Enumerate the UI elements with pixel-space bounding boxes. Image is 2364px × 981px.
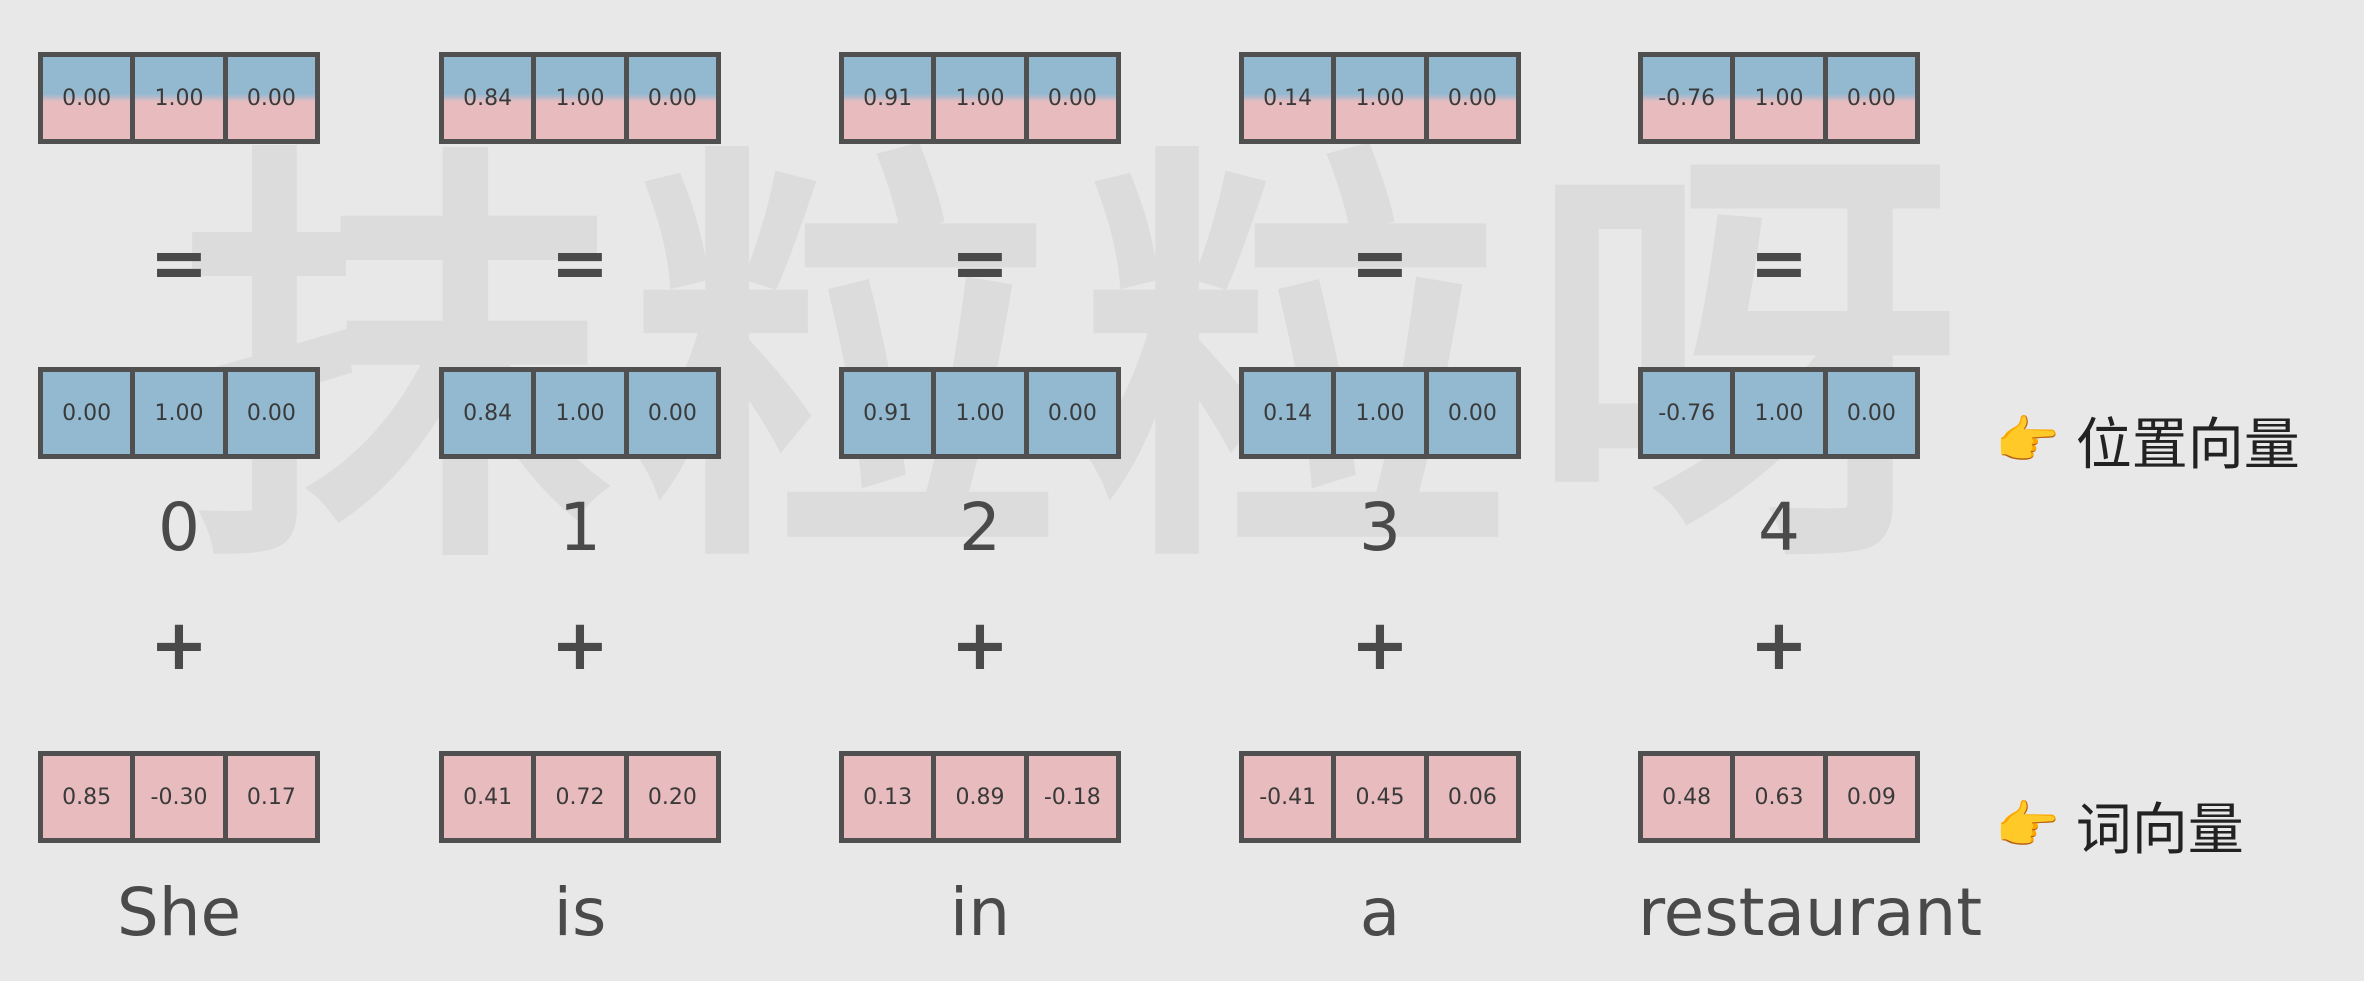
position-vector: -0.76 1.00 0.00 xyxy=(1638,367,1920,459)
token-column-0: 0.00 1.00 0.00 = 0.00 1.00 0.00 0 + 0.85… xyxy=(38,0,326,981)
sum-vector: 0.91 1.00 0.00 xyxy=(839,52,1121,144)
equals-sign: = xyxy=(1749,222,1809,304)
vector-cell: 0.14 xyxy=(1244,57,1337,139)
word-vector: 0.48 0.63 0.09 xyxy=(1638,751,1920,843)
position-index: 2 xyxy=(959,489,1001,566)
equals-sign: = xyxy=(550,222,610,304)
vector-cell: -0.30 xyxy=(135,756,228,838)
vector-cell: 0.89 xyxy=(936,756,1029,838)
vector-cell: 0.84 xyxy=(444,57,537,139)
word-vector: -0.41 0.45 0.06 xyxy=(1239,751,1521,843)
vector-cell: 1.00 xyxy=(536,372,629,454)
vector-cell: 0.00 xyxy=(628,57,716,139)
vector-cell: 0.00 xyxy=(43,372,136,454)
plus-sign: + xyxy=(149,604,209,686)
word-vector-text: 词向量 xyxy=(2075,798,2244,863)
word-vector: 0.13 0.89 -0.18 xyxy=(839,751,1121,843)
position-vector: 0.14 1.00 0.00 xyxy=(1239,367,1521,459)
token-word: in xyxy=(949,874,1011,951)
vector-cell: 0.45 xyxy=(1336,756,1429,838)
vector-cell: 0.14 xyxy=(1244,372,1337,454)
vector-cell: 0.00 xyxy=(43,57,136,139)
vector-cell: 0.91 xyxy=(844,372,937,454)
position-index: 0 xyxy=(158,489,200,566)
vector-cell: 0.20 xyxy=(628,756,716,838)
sum-vector: -0.76 1.00 0.00 xyxy=(1638,52,1920,144)
vector-cell: -0.76 xyxy=(1643,372,1736,454)
position-vector-label: 👉 位置向量 xyxy=(1995,400,2300,481)
pointing-hand-icon: 👉 xyxy=(1995,796,2060,856)
vector-cell: 0.13 xyxy=(844,756,937,838)
position-index: 3 xyxy=(1359,489,1401,566)
plus-sign: + xyxy=(1749,604,1809,686)
vector-cell: 0.72 xyxy=(536,756,629,838)
vector-cell: 1.00 xyxy=(1336,57,1429,139)
vector-cell: 0.00 xyxy=(1428,372,1516,454)
vector-cell: 0.17 xyxy=(227,756,315,838)
word-vector: 0.85 -0.30 0.17 xyxy=(38,751,320,843)
plus-sign: + xyxy=(1350,604,1410,686)
plus-sign: + xyxy=(950,604,1010,686)
equals-sign: = xyxy=(1350,222,1410,304)
word-vector: 0.41 0.72 0.20 xyxy=(439,751,721,843)
token-word: restaurant xyxy=(1638,874,1983,951)
position-index: 1 xyxy=(559,489,601,566)
token-word: She xyxy=(116,874,242,951)
vector-cell: -0.18 xyxy=(1028,756,1116,838)
token-word: a xyxy=(1359,874,1401,951)
vector-cell: -0.41 xyxy=(1244,756,1337,838)
vector-cell: 1.00 xyxy=(936,57,1029,139)
vector-cell: 1.00 xyxy=(135,57,228,139)
token-column-2: 0.91 1.00 0.00 = 0.91 1.00 0.00 2 + 0.13… xyxy=(839,0,1127,981)
position-vector-text: 位置向量 xyxy=(2075,413,2300,478)
word-vector-label: 👉 词向量 xyxy=(1995,785,2244,866)
vector-cell: 1.00 xyxy=(1735,57,1828,139)
vector-cell: 0.00 xyxy=(1028,57,1116,139)
vector-cell: 0.00 xyxy=(1827,372,1915,454)
vector-cell: 0.85 xyxy=(43,756,136,838)
position-vector: 0.00 1.00 0.00 xyxy=(38,367,320,459)
token-column-1: 0.84 1.00 0.00 = 0.84 1.00 0.00 1 + 0.41… xyxy=(439,0,727,981)
vector-cell: -0.76 xyxy=(1643,57,1736,139)
vector-cell: 1.00 xyxy=(1336,372,1429,454)
vector-cell: 1.00 xyxy=(536,57,629,139)
position-vector: 0.91 1.00 0.00 xyxy=(839,367,1121,459)
token-column-4: -0.76 1.00 0.00 = -0.76 1.00 0.00 4 + 0.… xyxy=(1638,0,1983,981)
token-word: is xyxy=(553,874,607,951)
vector-cell: 0.00 xyxy=(227,372,315,454)
sum-vector: 0.14 1.00 0.00 xyxy=(1239,52,1521,144)
token-column-3: 0.14 1.00 0.00 = 0.14 1.00 0.00 3 + -0.4… xyxy=(1239,0,1527,981)
vector-cell: 1.00 xyxy=(936,372,1029,454)
position-vector: 0.84 1.00 0.00 xyxy=(439,367,721,459)
vector-cell: 0.00 xyxy=(1028,372,1116,454)
sum-vector: 0.00 1.00 0.00 xyxy=(38,52,320,144)
vector-cell: 0.84 xyxy=(444,372,537,454)
sum-vector: 0.84 1.00 0.00 xyxy=(439,52,721,144)
vector-cell: 0.91 xyxy=(844,57,937,139)
vector-cell: 1.00 xyxy=(1735,372,1828,454)
vector-cell: 0.48 xyxy=(1643,756,1736,838)
vector-cell: 0.00 xyxy=(227,57,315,139)
position-index: 4 xyxy=(1758,489,1800,566)
vector-cell: 1.00 xyxy=(135,372,228,454)
vector-cell: 0.00 xyxy=(1428,57,1516,139)
vector-cell: 0.41 xyxy=(444,756,537,838)
vector-cell: 0.63 xyxy=(1735,756,1828,838)
vector-cell: 0.06 xyxy=(1428,756,1516,838)
pointing-hand-icon: 👉 xyxy=(1995,411,2060,471)
vector-cell: 0.09 xyxy=(1827,756,1915,838)
vector-cell: 0.00 xyxy=(628,372,716,454)
vector-cell: 0.00 xyxy=(1827,57,1915,139)
equals-sign: = xyxy=(950,222,1010,304)
plus-sign: + xyxy=(550,604,610,686)
equals-sign: = xyxy=(149,222,209,304)
